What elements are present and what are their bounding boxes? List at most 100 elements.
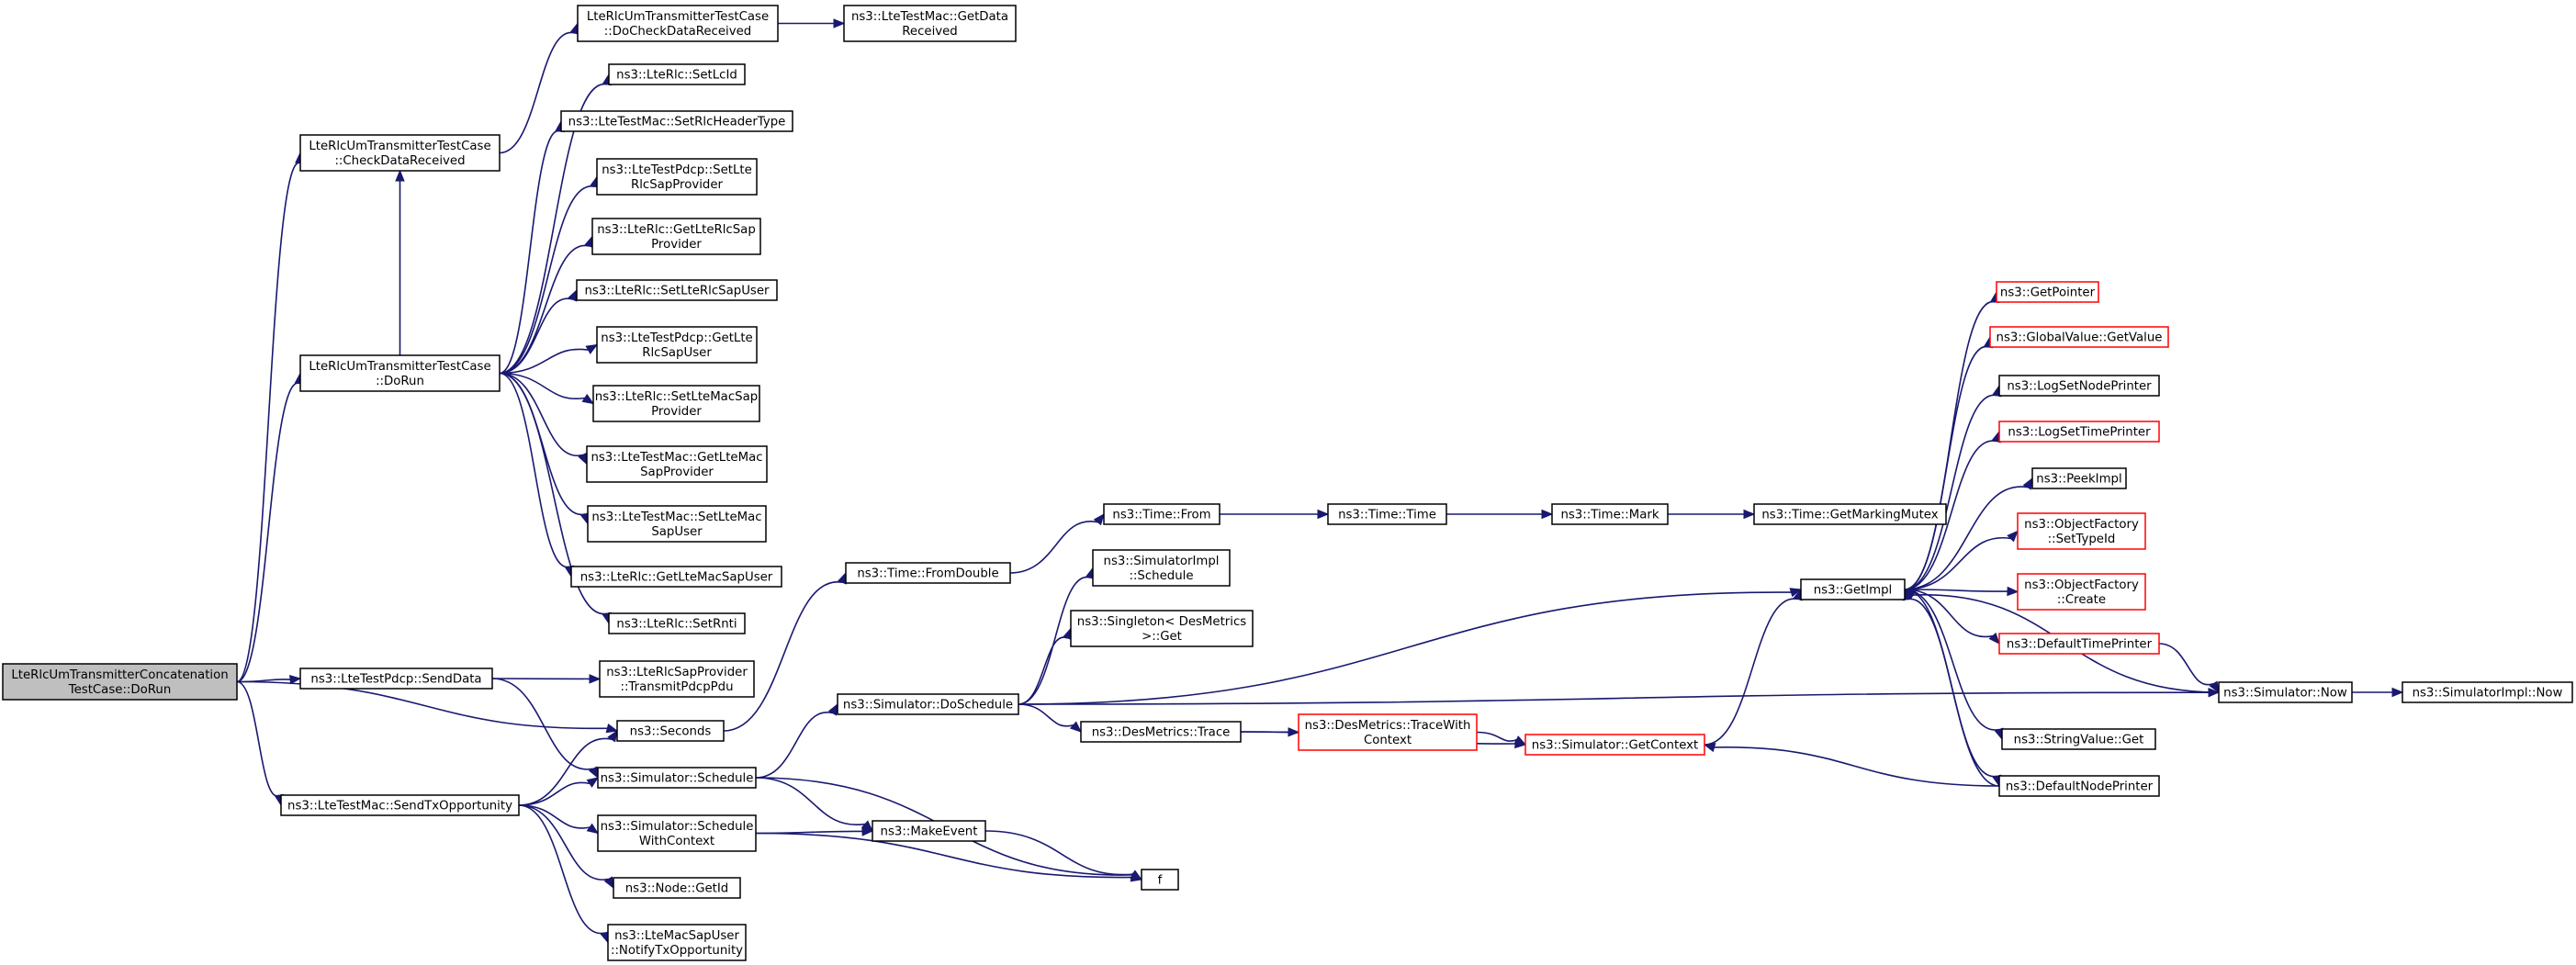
edge-getImpl-to-ofCreate xyxy=(1904,586,2019,597)
node-label: ns3::LogSetNodePrinter xyxy=(2007,380,2152,394)
node-stringGet[interactable]: ns3::StringValue::Get xyxy=(2001,728,2156,750)
node-label: ::DoRun xyxy=(376,375,424,388)
node-label: ns3::LteTestPdcp::SendData xyxy=(310,673,481,687)
node-label: TestCase::DoRun xyxy=(68,683,172,697)
node-label: ns3::LteTestMac::SetRlcHeaderType xyxy=(568,116,786,129)
node-setRnti[interactable]: ns3::LteRlc::SetRnti xyxy=(608,612,746,634)
node-label: ns3::Time::Time xyxy=(1338,509,1436,522)
node-label: ns3::ObjectFactory xyxy=(2024,518,2139,532)
node-implNow[interactable]: ns3::SimulatorImpl::Now xyxy=(2402,681,2573,703)
node-label: SapUser xyxy=(651,525,703,539)
node-transmitPdcp[interactable]: ns3::LteRlcSapProvider::TransmitPdcpPdu xyxy=(599,660,755,698)
node-label: Context xyxy=(1364,734,1412,747)
node-timeFrom[interactable]: ns3::Time::From xyxy=(1103,503,1221,525)
node-fromDouble[interactable]: ns3::Time::FromDouble xyxy=(845,562,1011,584)
edge-getContext-to-getImpl xyxy=(1704,588,1803,746)
node-peekImpl[interactable]: ns3::PeekImpl xyxy=(2031,467,2127,489)
node-doCheck[interactable]: LteRlcUmTransmitterTestCase::DoCheckData… xyxy=(577,5,779,42)
node-label: ns3::LteRlc::SetLteMacSap xyxy=(595,390,758,404)
node-getImpl[interactable]: ns3::GetImpl xyxy=(1800,578,1906,600)
node-logNode[interactable]: ns3::LogSetNodePrinter xyxy=(1998,375,2160,397)
node-label: ns3::SimulatorImpl xyxy=(1104,555,1220,568)
edge-doSchedule-to-desTrace xyxy=(1018,703,1082,733)
node-setLcId[interactable]: ns3::LteRlc::SetLcId xyxy=(608,63,746,85)
node-label: ns3::LteTestMac::SendTxOpportunity xyxy=(287,800,512,814)
node-getLteMacSapUser[interactable]: ns3::LteRlc::GetLteMacSapUser xyxy=(570,566,782,588)
edge-sendTx-to-simSchedule xyxy=(518,777,600,806)
edge-timeFrom-to-timeTime xyxy=(1220,509,1330,520)
node-checkData[interactable]: LteRlcUmTransmitterTestCase::CheckDataRe… xyxy=(299,134,501,172)
node-label: ns3::SimulatorImpl::Now xyxy=(2413,687,2563,701)
node-simSchedule[interactable]: ns3::Simulator::Schedule xyxy=(597,767,757,789)
node-label: LteRlcUmTransmitterTestCase xyxy=(309,360,490,374)
node-nodeGetId[interactable]: ns3::Node::GetId xyxy=(613,877,741,899)
node-markingMutex[interactable]: ns3::Time::GetMarkingMutex xyxy=(1753,503,1947,525)
node-label: ns3::GetImpl xyxy=(1814,584,1892,598)
node-timeTime[interactable]: ns3::Time::Time xyxy=(1327,503,1447,525)
node-label: ns3::StringValue::Get xyxy=(2014,734,2144,747)
node-setRlcHdr[interactable]: ns3::LteTestMac::SetRlcHeaderType xyxy=(560,110,793,132)
node-ofCreate[interactable]: ns3::ObjectFactory::Create xyxy=(2017,573,2146,611)
node-notifyTx[interactable]: ns3::LteMacSapUser::NotifyTxOpportunity xyxy=(607,924,747,961)
node-ofSetTypeId[interactable]: ns3::ObjectFactory::SetTypeId xyxy=(2017,512,2146,550)
edge-sendData-to-transmitPdcp xyxy=(491,674,602,684)
node-makeEvent[interactable]: ns3::MakeEvent xyxy=(872,820,986,842)
node-label: ns3::Time::Mark xyxy=(1560,509,1659,522)
node-label: ns3::Simulator::Now xyxy=(2223,687,2347,701)
node-getContext[interactable]: ns3::Simulator::GetContext xyxy=(1524,734,1705,756)
edge-doSchedule-to-getImpl xyxy=(1018,588,1803,705)
node-label: ns3::LteRlcSapProvider xyxy=(606,666,748,679)
edge-root-to-seconds xyxy=(236,680,619,734)
node-getPointer[interactable]: ns3::GetPointer xyxy=(1996,281,2099,303)
node-implSchedule[interactable]: ns3::SimulatorImpl::Schedule xyxy=(1092,549,1231,587)
node-defNode[interactable]: ns3::DefaultNodePrinter xyxy=(1998,775,2160,797)
node-label: ns3::GetPointer xyxy=(2000,286,2096,300)
node-label: Provider xyxy=(651,238,702,252)
node-desTrace[interactable]: ns3::DesMetrics::Trace xyxy=(1080,721,1242,743)
node-doSchedule[interactable]: ns3::Simulator::DoSchedule xyxy=(837,693,1019,715)
node-singletonGet[interactable]: ns3::Singleton< DesMetrics >::Get xyxy=(1070,610,1254,647)
node-label: ns3::DefaultTimePrinter xyxy=(2007,638,2153,652)
node-sendTx[interactable]: ns3::LteTestMac::SendTxOpportunity xyxy=(280,794,520,816)
node-label: ns3::LteRlc::GetLteMacSapUser xyxy=(580,571,773,585)
node-defTime[interactable]: ns3::DefaultTimePrinter xyxy=(1998,633,2160,655)
node-logTime[interactable]: ns3::LogSetTimePrinter xyxy=(1998,421,2160,443)
node-label: ns3::Seconds xyxy=(630,725,712,739)
edge-doRun-to-getLteMacSapUser xyxy=(499,372,575,578)
edge-root-to-doRun xyxy=(236,372,305,683)
node-setLteRlcSapUser[interactable]: ns3::LteRlc::SetLteRlcSapUser xyxy=(576,279,778,301)
node-label: ::Create xyxy=(2057,593,2106,607)
node-doRun[interactable]: LteRlcUmTransmitterTestCase::DoRun xyxy=(299,354,501,392)
node-globalGet[interactable]: ns3::GlobalValue::GetValue xyxy=(1989,326,2169,348)
node-root[interactable]: LteRlcUmTransmitterConcatenationTestCase… xyxy=(2,663,238,701)
node-label: ns3::Time::GetMarkingMutex xyxy=(1761,509,1938,522)
node-label: Provider xyxy=(651,405,702,419)
node-label: ns3::LteRlc::SetRnti xyxy=(616,618,737,632)
node-label: ns3::LteTestMac::SetLteMac xyxy=(591,511,761,524)
edge-doRun-to-setLteMacSapProv xyxy=(499,372,595,405)
node-sendData[interactable]: ns3::LteTestPdcp::SendData xyxy=(299,668,493,690)
node-f[interactable]: f xyxy=(1141,869,1179,891)
edge-doRun-to-setLteRlcSapProv xyxy=(499,175,600,375)
node-label: ns3::Simulator::Schedule xyxy=(601,820,754,834)
node-simNow[interactable]: ns3::Simulator::Now xyxy=(2218,681,2353,703)
edge-desTraceCtx-to-getContext xyxy=(1476,731,1527,746)
node-label: >::Get xyxy=(1142,630,1182,644)
edge-defNode-to-getImpl xyxy=(1902,588,2000,787)
node-label: ns3::ObjectFactory xyxy=(2024,578,2139,592)
node-seconds[interactable]: ns3::Seconds xyxy=(616,720,725,742)
node-timeMark[interactable]: ns3::Time::Mark xyxy=(1551,503,1669,525)
edge-defNode-to-getContext xyxy=(1703,743,2000,787)
edge-defTime-to-simNow xyxy=(2158,643,2220,694)
node-label: ns3::DesMetrics::Trace xyxy=(1092,726,1231,740)
node-label: ns3::PeekImpl xyxy=(2036,473,2121,487)
